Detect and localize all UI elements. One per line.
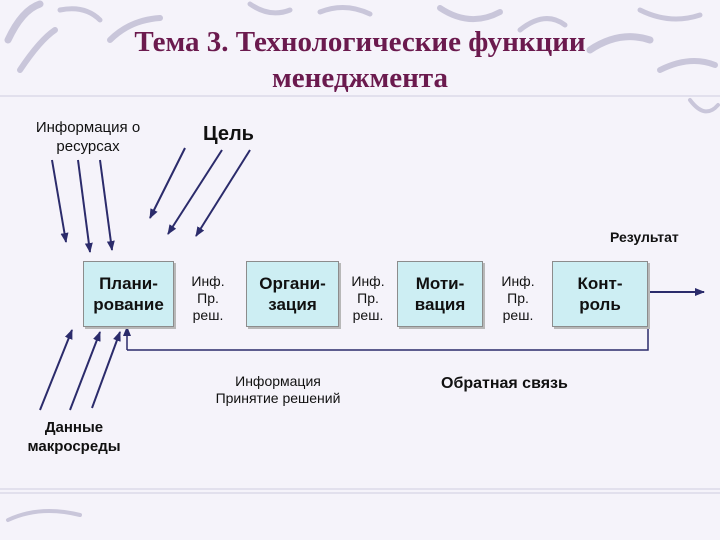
macro-arrow-1 [39,329,73,411]
result-label: Результат [610,229,679,245]
goal-arrow-1 [149,147,186,219]
resource-arrow-1 [51,159,69,243]
connector-label-1: Инф. Пр. реш. [191,273,225,323]
organization-box: Органи- зация [246,261,339,327]
goal-label: Цель [203,123,254,145]
planning-box: Плани- рование [83,261,174,327]
goal-arrow-3 [195,149,251,237]
macro-label: Данные макросреды [27,419,121,455]
resource-arrow-3 [99,159,115,251]
connector-label-3: Инф. Пр. реш. [501,273,535,323]
page-title: Тема 3. Технологические функции менеджме… [134,26,586,94]
control-box: Конт- роль [552,261,648,327]
connector-label-2: Инф. Пр. реш. [351,273,385,323]
feedback-label: Обратная связь [441,375,568,392]
resources-label: Информация о ресурсах [35,119,141,155]
goal-arrow-2 [167,149,223,235]
resource-arrow-2 [77,159,93,253]
feedback-loop [127,318,649,351]
macro-arrow-3 [91,331,121,409]
macro-arrow-2 [69,331,101,411]
motivation-box: Моти- вация [397,261,483,327]
info-decisions-label: Информация Принятие решений [215,373,341,406]
